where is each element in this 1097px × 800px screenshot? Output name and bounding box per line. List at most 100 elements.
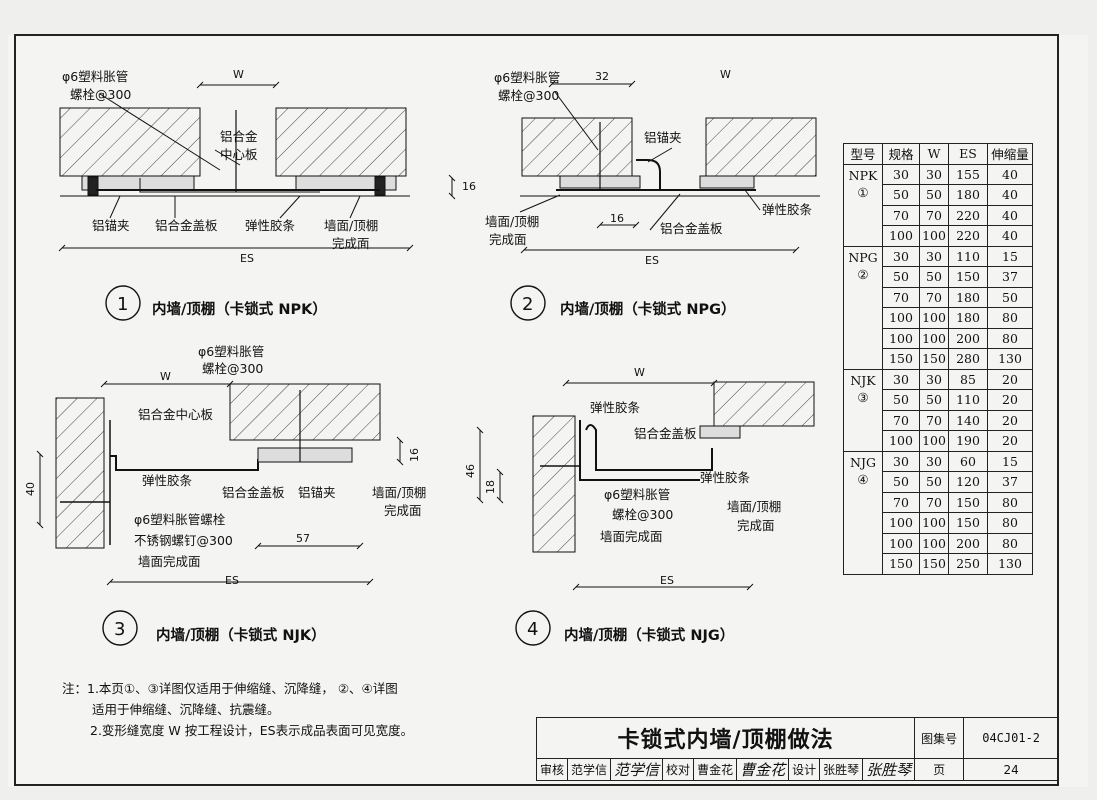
table-cell: 40 — [987, 225, 1033, 247]
check-name: 曹金花 — [693, 758, 738, 781]
table-cell: 20 — [987, 409, 1033, 431]
table-cell: 80 — [987, 491, 1033, 513]
header-spec: 规格 — [882, 143, 920, 165]
table-cell: 30 — [919, 245, 949, 267]
d3-finish-label-b: 完成面 — [384, 503, 422, 518]
d1-finish-label: 墙面/顶棚 — [324, 218, 378, 233]
type-detail-number: ② — [857, 266, 869, 282]
d2-bolt-label: φ6塑料胀管 — [494, 70, 560, 85]
table-cell: 180 — [948, 184, 988, 206]
table-cell: 80 — [987, 307, 1033, 329]
d4-bolt-label: φ6塑料胀管 — [604, 487, 670, 502]
header-w: W — [919, 143, 949, 165]
table-cell: 100 — [919, 307, 949, 329]
d4-number: 4 — [527, 619, 538, 640]
table-cell: 100 — [919, 512, 949, 534]
d3-rubber-label: 弹性胶条 — [142, 473, 193, 488]
table-cell: 20 — [987, 430, 1033, 452]
table-cell: 150 — [882, 553, 920, 575]
table-cell: 150 — [882, 348, 920, 370]
table-cell: 70 — [919, 286, 949, 308]
detail-4-drawing — [476, 379, 815, 646]
review-name: 范学信 — [567, 758, 612, 781]
d3-al-center-label: 铝合金中心板 — [138, 407, 214, 422]
table-cell: 80 — [987, 532, 1033, 554]
type-detail-number: ③ — [857, 389, 869, 405]
d4-wall-finish-label: 墙面完成面 — [600, 529, 663, 544]
table-cell: 250 — [948, 553, 988, 575]
header-es: ES — [948, 143, 988, 165]
d2-title: 内墙/顶棚（卡锁式 NPG） — [560, 300, 736, 318]
d3-bolt-label: φ6塑料胀管 — [198, 344, 264, 359]
page-number: 24 — [963, 758, 1060, 781]
d3-40-dim: 40 — [24, 482, 37, 496]
d3-number: 3 — [114, 619, 125, 640]
table-cell: 190 — [948, 430, 988, 452]
table-cell: 30 — [919, 163, 949, 185]
d3-es-dim: ES — [225, 574, 239, 587]
table-cell: 110 — [948, 389, 988, 411]
design-signature: 张胜琴 — [862, 758, 916, 781]
table-cell: 155 — [948, 163, 988, 185]
table-cell: 85 — [948, 368, 988, 390]
table-cell: 40 — [987, 204, 1033, 226]
table-cell: 100 — [882, 327, 920, 349]
table-cell: 70 — [882, 409, 920, 431]
table-cell: 50 — [919, 266, 949, 288]
table-cell: 180 — [948, 286, 988, 308]
check-signature: 曹金花 — [736, 758, 790, 781]
table-cell: 110 — [948, 245, 988, 267]
table-cell: 50 — [882, 266, 920, 288]
table-cell: 30 — [882, 245, 920, 267]
d4-finish-label-b: 完成面 — [737, 518, 775, 533]
table-cell: 80 — [987, 327, 1033, 349]
d4-finish-label: 墙面/顶棚 — [727, 499, 781, 514]
d3-clip-label: 铝锚夹 — [298, 485, 336, 500]
d3-finish-label: 墙面/顶棚 — [372, 485, 426, 500]
atlas-number: 04CJ01-2 — [963, 717, 1060, 759]
d3-wall-finish-label: 墙面完成面 — [138, 554, 201, 569]
d4-46-dim: 46 — [464, 464, 477, 478]
table-cell: 150 — [919, 553, 949, 575]
d2-16-dim: 16 — [610, 212, 624, 225]
d4-rubber-label-top: 弹性胶条 — [590, 400, 641, 415]
table-cell: 100 — [919, 532, 949, 554]
d3-57-dim: 57 — [296, 532, 310, 545]
table-cell: 100 — [882, 512, 920, 534]
d4-rubber-label: 弹性胶条 — [700, 470, 751, 485]
d1-al-center-label: 铝合金 — [220, 129, 258, 144]
d2-finish-label: 墙面/顶棚 — [485, 214, 539, 229]
table-cell: 50 — [987, 286, 1033, 308]
table-cell: 150 — [948, 491, 988, 513]
table-cell: 20 — [987, 389, 1033, 411]
d2-number: 2 — [522, 294, 533, 315]
table-cell: 37 — [987, 266, 1033, 288]
table-cell: 70 — [919, 409, 949, 431]
page-label: 页 — [914, 758, 965, 781]
d2-32-dim: 32 — [595, 70, 609, 83]
d1-al-center-label-b: 中心板 — [220, 147, 258, 162]
table-cell: 200 — [948, 532, 988, 554]
d2-w-dim: W — [720, 68, 731, 81]
d4-18-dim: 18 — [484, 480, 497, 494]
d3-16-dim: 16 — [408, 448, 421, 462]
note-1: 注：1.本页①、③详图仅适用于伸缩缝、沉降缝， ②、④详图 — [62, 681, 398, 696]
type-code: NJG — [850, 454, 876, 470]
table-cell: 15 — [987, 245, 1033, 267]
review-signature: 范学信 — [610, 758, 664, 781]
table-cell: 50 — [919, 184, 949, 206]
d1-w-dim: W — [233, 68, 244, 81]
detail-2-drawing — [510, 80, 820, 321]
table-cell: 100 — [919, 327, 949, 349]
